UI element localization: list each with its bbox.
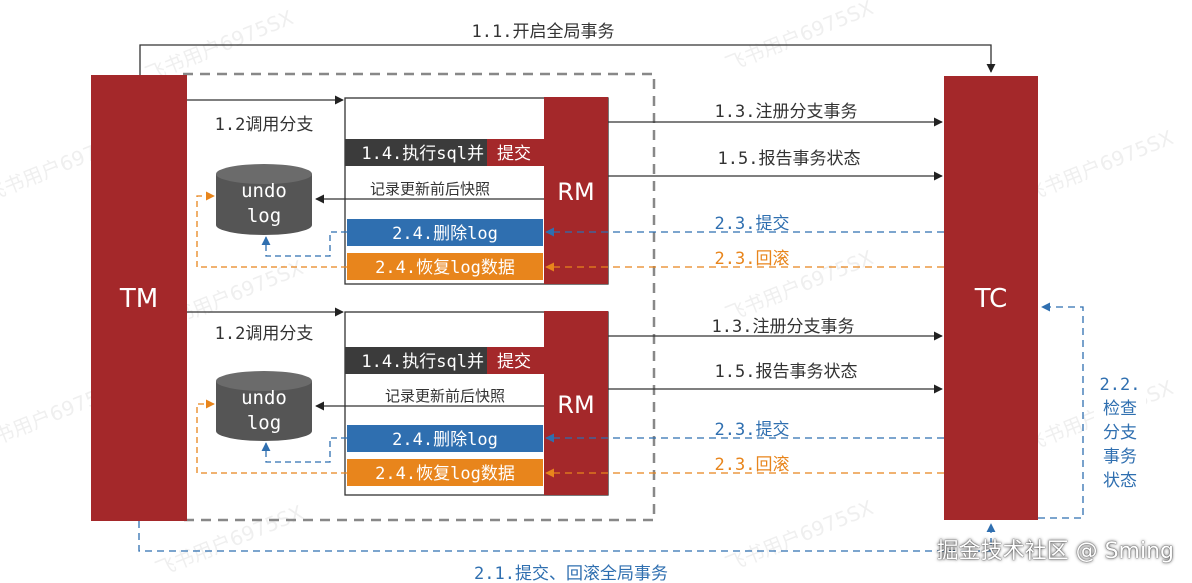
restore-log-bar: [347, 253, 543, 280]
check-branch-arrow: [1038, 302, 1084, 519]
delete-log-bar: [347, 425, 543, 452]
delete-log-label: 2.4.删除log: [392, 224, 498, 244]
check-branch-line: 事务: [1103, 447, 1137, 467]
delete-log-label: 2.4.删除log: [392, 430, 498, 450]
undo-log-text: log: [247, 205, 281, 227]
record-snapshot-label: 记录更新前后快照: [385, 387, 505, 405]
call-branch-label: 1.2调用分支: [215, 115, 314, 135]
restore-log-arrow: [196, 399, 347, 474]
rm-label: RM: [557, 391, 594, 419]
commit-label: 2.3.提交: [715, 214, 790, 234]
restore-log-label: 2.4.恢复log数据: [375, 258, 515, 278]
check-branch-line: 检查: [1103, 399, 1137, 419]
restore-log-label: 2.4.恢复log数据: [375, 464, 515, 484]
rollback-label: 2.3.回滚: [715, 249, 790, 269]
record-snapshot-label: 记录更新前后快照: [370, 180, 490, 198]
check-branch-line: 状态: [1103, 471, 1137, 491]
delete-log-arrow: [261, 437, 347, 463]
restore-log-arrow: [196, 191, 347, 268]
execute-sql-bar: [345, 347, 487, 374]
commit-label: 2.3.提交: [715, 420, 790, 440]
report-status-label: 1.5.报告事务状态: [718, 149, 861, 169]
register-branch-label: 1.3.注册分支事务: [712, 317, 855, 337]
undo-log-db: undo log: [216, 164, 312, 235]
execute-sql-bar: [345, 139, 487, 166]
check-branch-line: 分支: [1103, 423, 1137, 443]
tm-label: TM: [119, 284, 158, 314]
branch-1: RM 1.2调用分支 1.4.执行sql并 提交 记录更新前后快照 undo l…: [187, 95, 944, 285]
global-commit-rollback-arrow: [138, 521, 996, 552]
register-branch-label: 1.3.注册分支事务: [715, 102, 858, 122]
execute-sql-commit-bar: [487, 347, 544, 374]
branch-2: RM 1.2调用分支 1.4.执行sql并 提交 记录更新前后快照 undo l…: [187, 307, 944, 496]
rm-label: RM: [557, 178, 594, 206]
check-branch-line: 2.2.: [1100, 375, 1141, 395]
execute-sql-label: 1.4.执行sql并: [361, 144, 484, 164]
undo-log-text: log: [247, 412, 281, 434]
footer-credit: 掘金技术社区 @ Sming: [936, 539, 1174, 564]
undo-log-text: undo: [241, 387, 287, 409]
delete-log-arrow: [261, 231, 347, 257]
global-commit-rollback-label: 2.1.提交、回滚全局事务: [474, 564, 668, 583]
execute-sql-commit-bar: [487, 139, 544, 166]
check-branch-bg: [1094, 372, 1146, 490]
execute-sql-commit-label: 提交: [497, 144, 531, 164]
begin-global-label: 1.1.开启全局事务: [472, 22, 615, 42]
undo-log-db: undo log: [216, 371, 312, 441]
report-status-label: 1.5.报告事务状态: [715, 362, 858, 382]
rollback-label: 2.3.回滚: [715, 455, 790, 475]
delete-log-bar: [347, 219, 543, 246]
tm-block: [91, 75, 187, 521]
begin-global-arrow: [139, 44, 996, 75]
tc-label: TC: [974, 284, 1008, 314]
rm-block: [544, 311, 608, 495]
tc-block: [944, 76, 1038, 520]
restore-log-bar: [347, 459, 543, 486]
undo-log-text: undo: [241, 180, 287, 202]
execute-sql-commit-label: 提交: [497, 352, 531, 372]
call-branch-label: 1.2调用分支: [215, 324, 314, 344]
rm-block: [544, 97, 608, 284]
execute-sql-label: 1.4.执行sql并: [361, 352, 484, 372]
